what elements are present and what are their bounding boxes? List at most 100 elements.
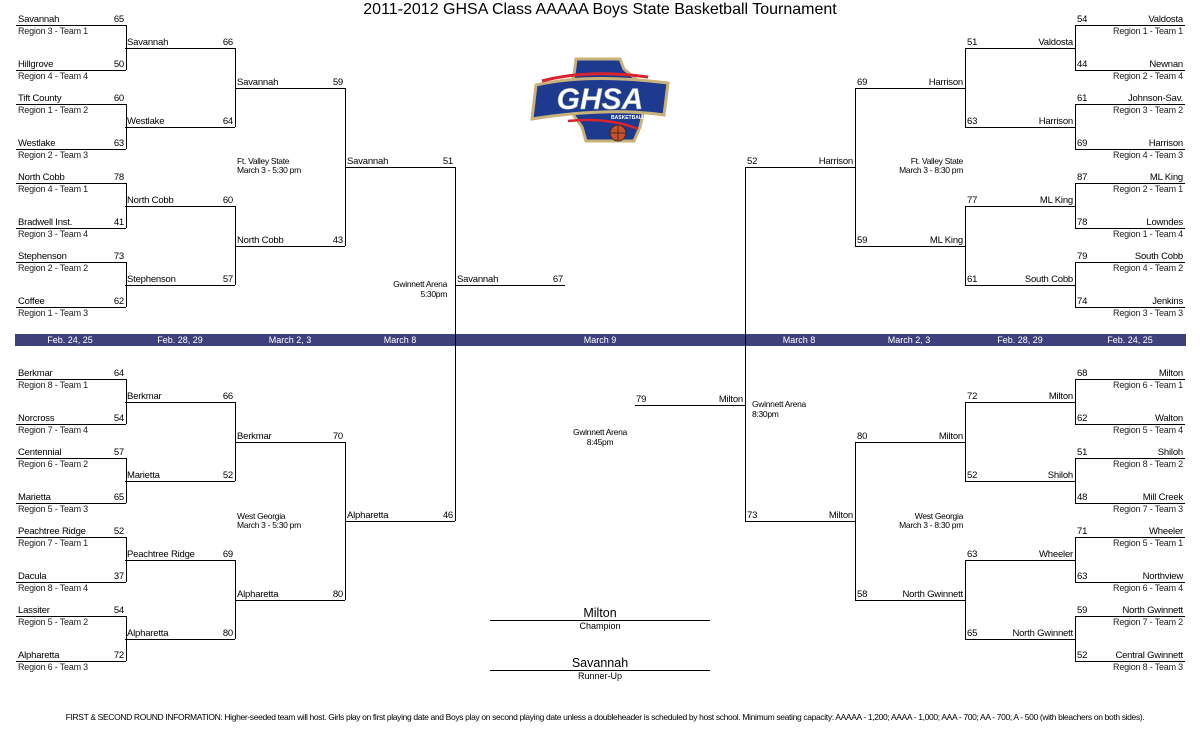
- team-name: Peachtree Ridge: [127, 549, 195, 560]
- team-name: Dacula: [18, 571, 47, 582]
- team-region: Region 6 - Team 2: [18, 459, 88, 469]
- team-name: Alpharetta: [127, 628, 169, 639]
- team-name: Milton: [718, 394, 743, 405]
- team-region: Region 3 - Team 2: [1113, 105, 1183, 115]
- bracket-connector: [235, 206, 236, 285]
- band-date-label: March 8: [383, 335, 417, 345]
- team-region: Region 4 - Team 3: [1113, 150, 1183, 160]
- team-name: North Gwinnett: [1012, 628, 1073, 639]
- bracket-line: [16, 537, 126, 538]
- bracket-line: [965, 206, 1075, 207]
- team-score: 65: [967, 628, 978, 639]
- bracket-line: [965, 48, 1075, 49]
- team-score: 87: [1077, 172, 1088, 183]
- team-name: Harrison: [818, 156, 854, 167]
- team-score: 51: [1077, 447, 1088, 458]
- bracket-connector: [965, 560, 966, 639]
- bracket-line: [16, 262, 126, 263]
- bracket-connector: [965, 402, 966, 481]
- footer-info: FIRST & SECOND ROUND INFORMATION: Higher…: [65, 712, 1145, 722]
- team-score: 64: [113, 368, 124, 379]
- team-name: Berkmar: [18, 368, 53, 379]
- bracket-line: [16, 616, 126, 617]
- bracket-connector: [1075, 458, 1076, 503]
- team-region: Region 8 - Team 3: [1113, 662, 1183, 672]
- team-name: Mill Creek: [1142, 492, 1183, 503]
- team-score: 52: [222, 470, 233, 481]
- bracket-line: [125, 127, 235, 128]
- band-date-label: Feb. 24, 25: [47, 335, 93, 345]
- band-date-label: Feb. 28, 29: [157, 335, 203, 345]
- champion-name: Milton: [583, 606, 617, 620]
- team-score: 62: [1077, 413, 1088, 424]
- team-score: 66: [222, 37, 233, 48]
- team-score: 72: [113, 650, 124, 661]
- team-name: Peachtree Ridge: [18, 526, 86, 537]
- team-region: Region 1 - Team 2: [18, 105, 88, 115]
- bracket-line: [125, 285, 235, 286]
- team-region: Region 2 - Team 4: [1113, 71, 1183, 81]
- logo-subtext: BASKETBALL: [611, 115, 645, 121]
- bracket-line: [1075, 70, 1185, 71]
- team-name: Harrison: [928, 77, 964, 88]
- team-region: Region 4 - Team 2: [1113, 263, 1183, 273]
- team-score: 80: [332, 589, 343, 600]
- band-date-label: March 9: [583, 335, 617, 345]
- team-name: Walton: [1154, 413, 1183, 424]
- bracket-line: [16, 661, 126, 662]
- team-score: 50: [113, 59, 124, 70]
- team-score: 66: [222, 391, 233, 402]
- team-score: 67: [552, 274, 563, 285]
- team-name: Valdosta: [1148, 14, 1183, 25]
- team-region: Region 6 - Team 1: [1113, 380, 1183, 390]
- team-name: Northview: [1142, 571, 1184, 582]
- bracket-line: [16, 307, 126, 308]
- bracket-line: [1075, 537, 1185, 538]
- bracket-line: [855, 246, 965, 247]
- team-score: 60: [113, 93, 124, 104]
- bracket-line: [16, 183, 126, 184]
- team-score: 52: [747, 156, 758, 167]
- band-date-label: March 8: [782, 335, 816, 345]
- venue-right-top: Ft. Valley State March 3 - 8:30 pm: [899, 156, 963, 175]
- team-name: Wheeler: [1039, 549, 1073, 560]
- team-name: Savannah: [347, 156, 389, 167]
- team-name: Harrison: [1038, 116, 1074, 127]
- team-region: Region 7 - Team 4: [18, 425, 88, 435]
- team-name: Valdosta: [1038, 37, 1073, 48]
- bracket-line: [125, 402, 235, 403]
- team-region: Region 5 - Team 3: [18, 504, 88, 514]
- team-region: Region 8 - Team 1: [18, 380, 88, 390]
- team-name: Savannah: [127, 37, 169, 48]
- bracket-line: [1075, 424, 1185, 425]
- team-score: 80: [857, 431, 868, 442]
- team-score: 77: [967, 195, 978, 206]
- team-name: Berkmar: [127, 391, 162, 402]
- team-name: South Cobb: [1134, 251, 1183, 262]
- team-score: 65: [113, 492, 124, 503]
- team-region: Region 4 - Team 1: [18, 184, 88, 194]
- team-score: 80: [222, 628, 233, 639]
- team-region: Region 2 - Team 3: [18, 150, 88, 160]
- bracket-line: [345, 167, 455, 168]
- bracket-line: [1075, 582, 1185, 583]
- bracket-line: [1075, 25, 1185, 26]
- team-score: 58: [857, 589, 868, 600]
- final-line-right: [635, 405, 745, 406]
- bracket-line: [965, 560, 1075, 561]
- team-name: Milton: [828, 510, 853, 521]
- team-name: Marietta: [127, 470, 160, 481]
- team-region: Region 5 - Team 1: [1113, 538, 1183, 548]
- bracket-line: [235, 600, 345, 601]
- bracket-connector: [1075, 183, 1076, 228]
- team-name: Savannah: [457, 274, 499, 285]
- team-score: 51: [442, 156, 453, 167]
- team-region: Region 7 - Team 2: [1113, 617, 1183, 627]
- team-score: 46: [442, 510, 453, 521]
- team-score: 79: [1077, 251, 1088, 262]
- team-score: 60: [222, 195, 233, 206]
- team-region: Region 3 - Team 3: [1113, 308, 1183, 318]
- team-region: Region 1 - Team 4: [1113, 229, 1183, 239]
- bracket-line: [965, 481, 1075, 482]
- venue-left-top: Ft. Valley State March 3 - 5:30 pm: [237, 156, 301, 175]
